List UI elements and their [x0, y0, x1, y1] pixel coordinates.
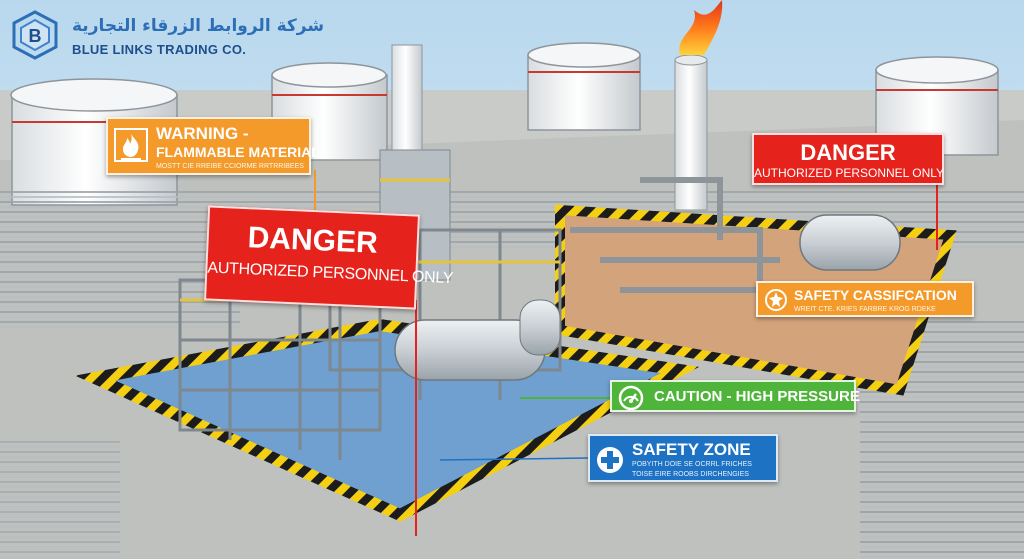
danger-main-sign: DANGER AUTHORIZED PERSONNEL ONLY [204, 205, 454, 310]
danger-right-sign: DANGER AUTHORIZED PERSONNEL ONLY [752, 133, 944, 185]
safety-classification-title: SAFETY CASSIFCATION [794, 287, 957, 303]
danger-main-title: DANGER [247, 221, 379, 260]
company-logo: B شركة الروابط الزرقاء التجارية BLUE LIN… [10, 10, 324, 60]
flame-icon [114, 128, 148, 162]
pressure-gauge-icon [618, 385, 644, 411]
storage-tank [527, 42, 641, 131]
warning-title-line1: WARNING - [156, 124, 249, 143]
danger-right-title: DANGER [800, 140, 896, 165]
safety-classification-sign: SAFETY CASSIFCATION WREIT CTE. KRIES FAR… [756, 281, 974, 317]
safety-zone-subtext-line1: POBYITH DOIE SE OCRRL FRICHES [632, 461, 752, 468]
danger-right-subtitle: AUTHORIZED PERSONNEL ONLY [754, 166, 945, 180]
caution-title: CAUTION - HIGH PRESSURE [654, 388, 860, 405]
safety-classification-subtext: WREIT CTE. KRIES FARBRE KROG RDEKE [794, 306, 936, 313]
safety-zone-sign: SAFETY ZONE POBYITH DOIE SE OCRRL FRICHE… [588, 434, 778, 482]
pressure-vessel [394, 299, 561, 381]
pressure-vessel [799, 214, 901, 271]
danger-main-subtitle: AUTHORIZED PERSONNEL ONLY [207, 259, 454, 288]
warning-subtext: MOSTT CIE RREIBE CCIORME RRTRRIBEES [156, 163, 304, 170]
medical-cross-icon [597, 447, 623, 473]
caution-high-pressure-sign: CAUTION - HIGH PRESSURE [610, 380, 860, 412]
company-logo-mark: B [12, 10, 58, 60]
gear-icon [765, 289, 787, 311]
warning-title-line2: FLAMMABLE MATERIAL [156, 144, 320, 160]
company-name-english: BLUE LINKS TRADING CO. [72, 42, 247, 57]
warning-flammable-sign: WARNING - FLAMMABLE MATERIAL MOSTT CIE R… [106, 117, 320, 175]
company-name-arabic: شركة الروابط الزرقاء التجارية [72, 16, 325, 36]
flare-stack [674, 0, 723, 211]
safety-zone-subtext-line2: TOISE EIRE ROOBS DIRCHENGIES [632, 471, 749, 478]
svg-text:B: B [29, 26, 42, 46]
safety-zone-title: SAFETY ZONE [632, 440, 751, 459]
